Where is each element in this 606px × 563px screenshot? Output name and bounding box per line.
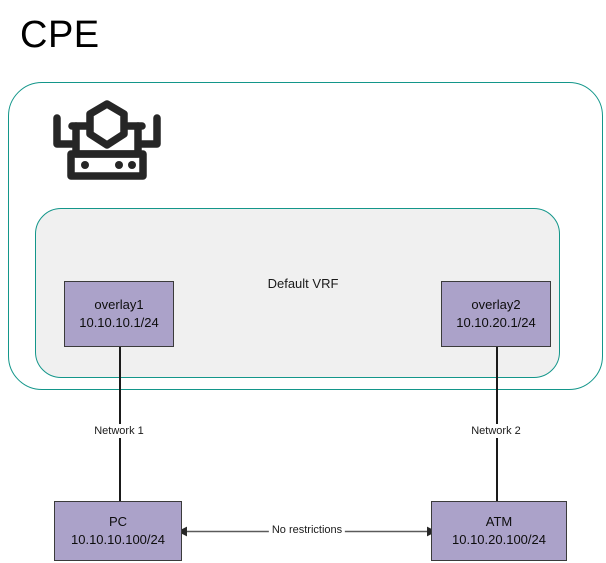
node-overlay2[interactable]: overlay2 10.10.20.1/24 [441,281,551,347]
link-label-network1: Network 1 [91,424,147,438]
node-overlay2-name: overlay2 [471,297,521,312]
link-label-network2: Network 2 [468,424,524,438]
node-overlay1[interactable]: overlay1 10.10.10.1/24 [64,281,174,347]
node-overlay1-ip: 10.10.10.1/24 [79,315,159,330]
link-label-no-restrictions: No restrictions [268,524,346,536]
node-atm-name: ATM [485,514,513,529]
node-overlay2-ip: 10.10.20.1/24 [456,315,536,330]
node-atm[interactable]: ATM 10.10.20.100/24 [431,501,567,561]
node-pc-ip: 10.10.10.100/24 [71,532,165,547]
node-pc[interactable]: PC 10.10.10.100/24 [54,501,182,561]
page-title: CPE [20,14,100,56]
cpe-container [8,82,603,390]
node-overlay1-name: overlay1 [94,297,144,312]
default-vrf-label: Default VRF [267,276,339,291]
node-atm-ip: 10.10.20.100/24 [452,532,546,547]
router-icon [53,100,161,180]
node-pc-name: PC [108,514,128,529]
